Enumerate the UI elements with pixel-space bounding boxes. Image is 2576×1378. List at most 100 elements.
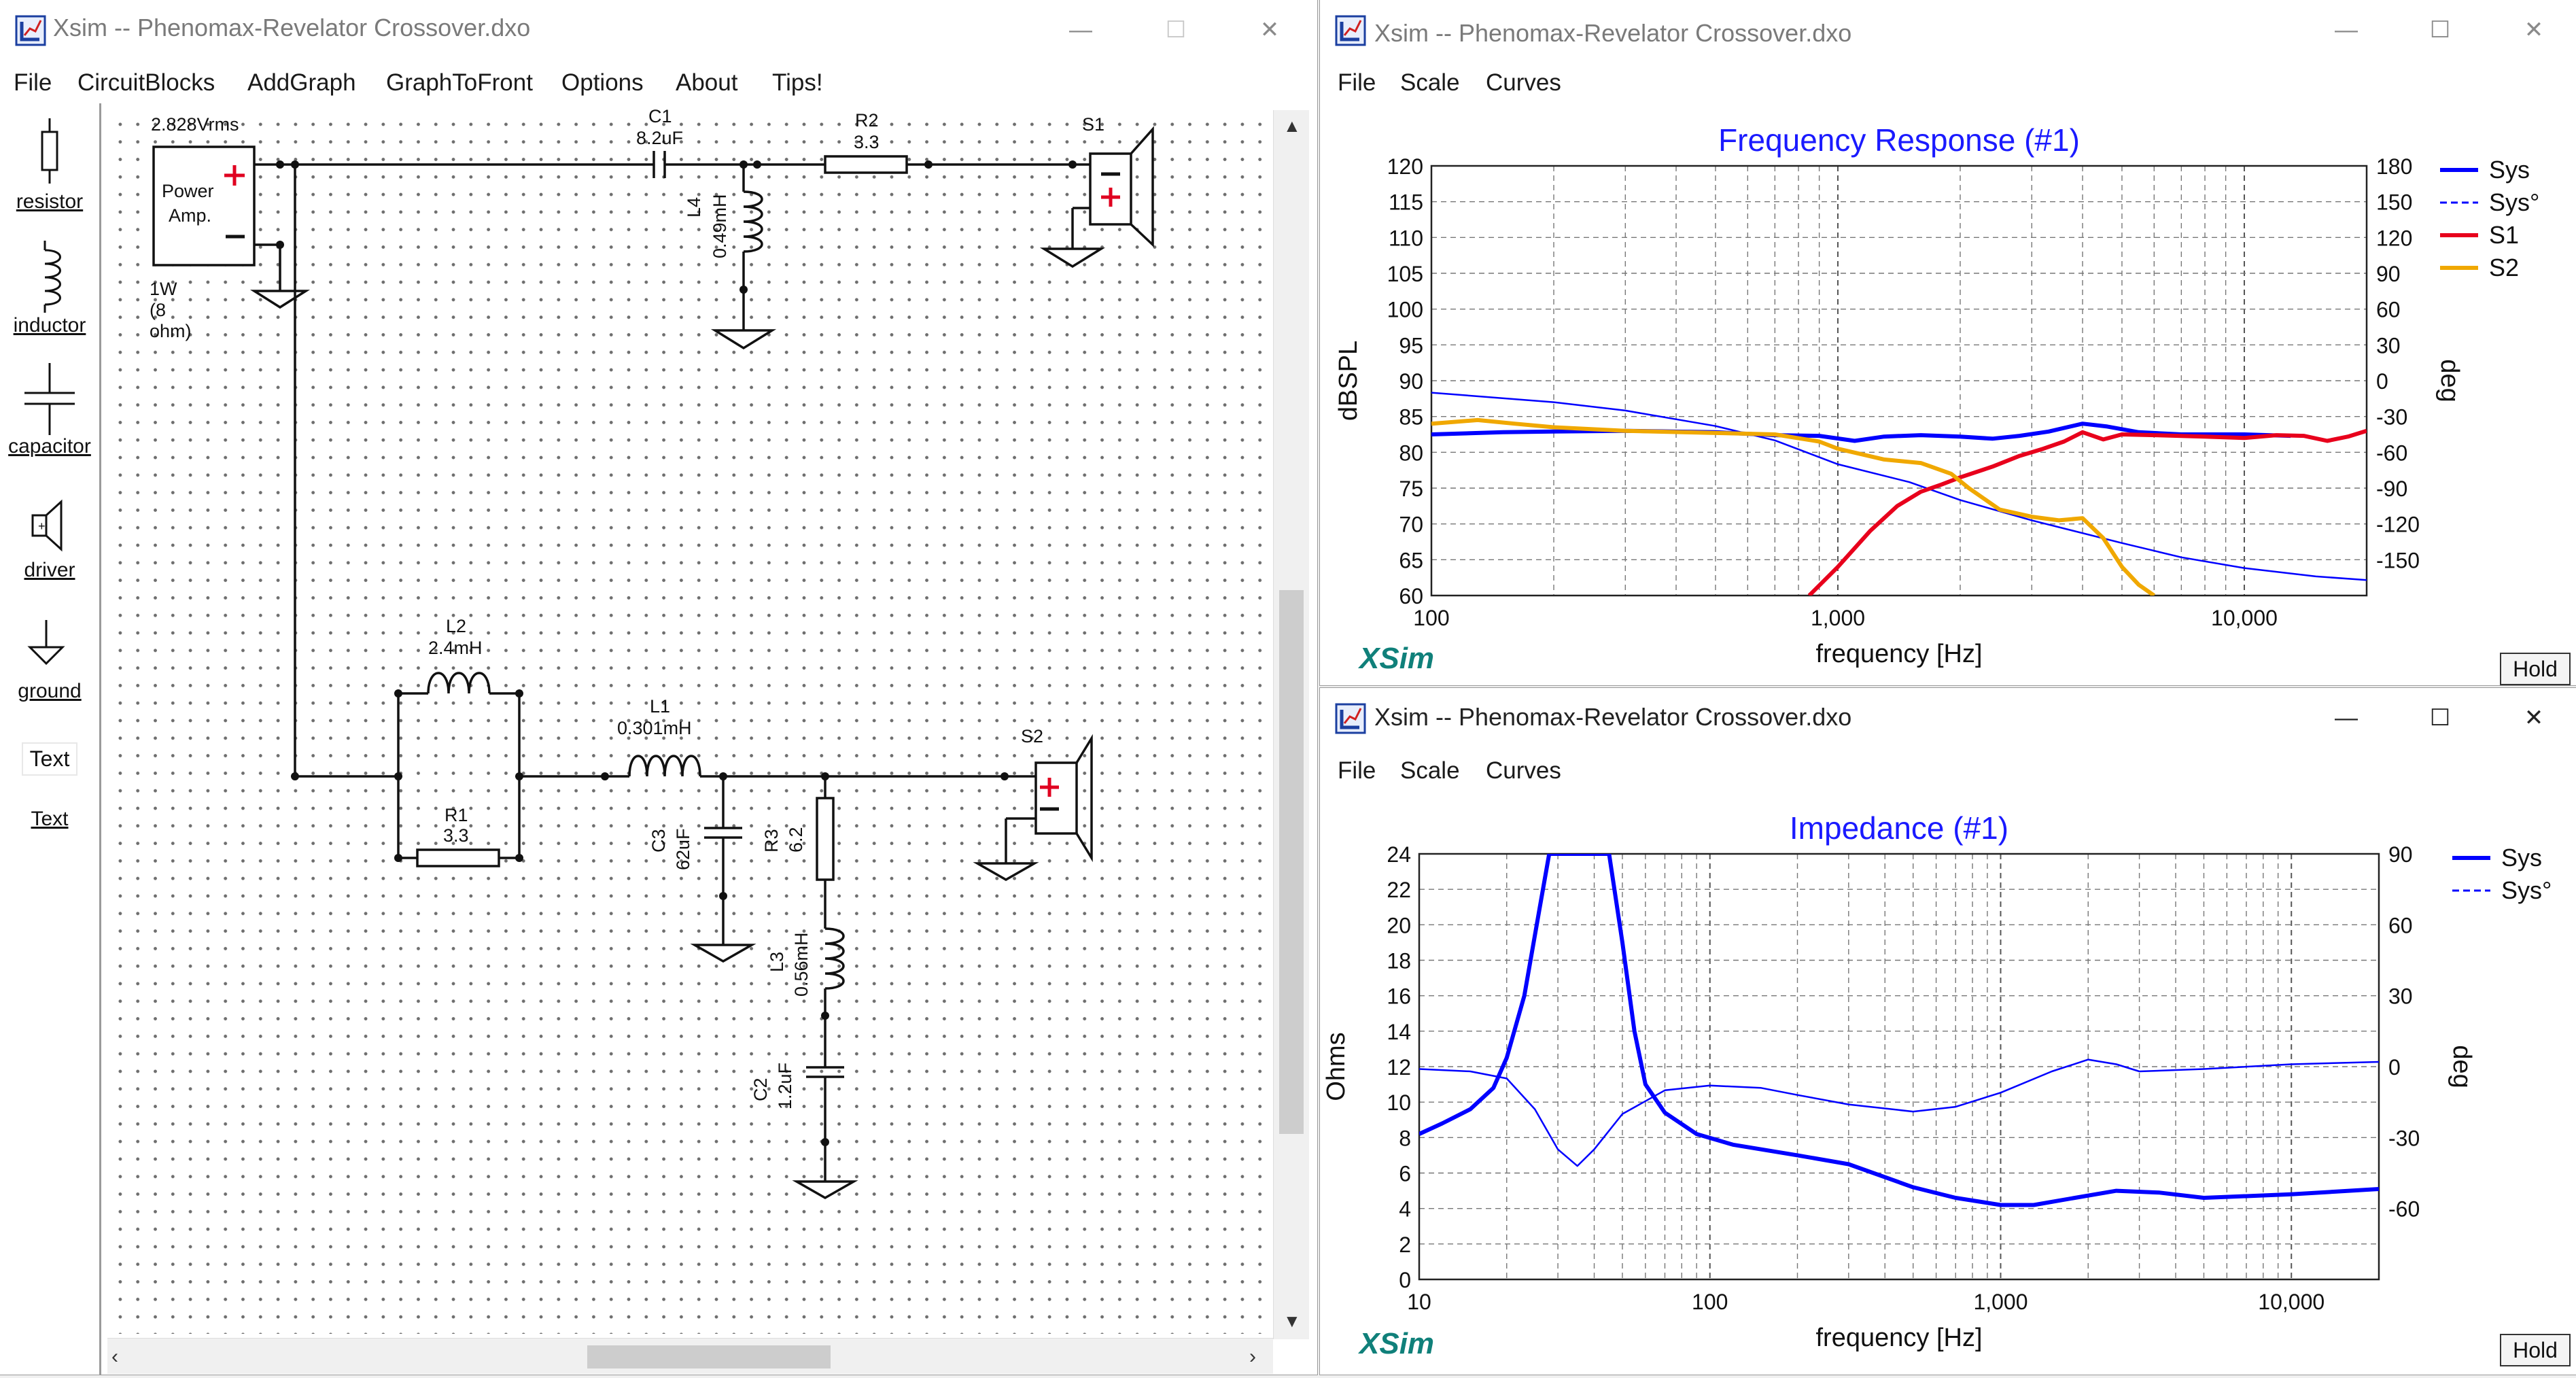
y2-tick-label: 150 (2376, 190, 2412, 215)
driver-icon: + (31, 499, 63, 552)
freq-menu-file[interactable]: File (1338, 69, 1376, 96)
l2-name: L2 (446, 616, 467, 636)
palette-text-box[interactable]: Text (0, 742, 99, 790)
y-tick-label: 75 (1399, 477, 1423, 501)
y-tick-label: 18 (1387, 949, 1411, 974)
menu-about[interactable]: About (676, 69, 738, 96)
imp-hold-button[interactable]: Hold (2500, 1334, 2571, 1366)
l2-value: 2.4mH (428, 638, 483, 658)
imp-menu-scale[interactable]: Scale (1400, 757, 1460, 784)
freq-menu-scale[interactable]: Scale (1400, 69, 1460, 96)
freq-maximize-button[interactable]: ☐ (2429, 17, 2451, 43)
title-bar[interactable]: Xsim -- Phenomax-Revelator Crossover.dxo… (0, 0, 1317, 65)
y-tick-label: 20 (1387, 913, 1411, 937)
y-tick-label: 10 (1387, 1090, 1411, 1115)
imp-menu-file[interactable]: File (1338, 757, 1376, 784)
maximize-button[interactable]: ☐ (1165, 17, 1187, 43)
y-tick-label: 95 (1399, 333, 1423, 358)
scroll-right-arrow-icon[interactable]: › (1249, 1345, 1256, 1368)
menu-file[interactable]: File (14, 69, 52, 96)
scroll-down-arrow-icon[interactable]: ▼ (1283, 1311, 1301, 1331)
inductor-icon (43, 241, 61, 313)
c1-name: C1 (648, 106, 672, 126)
palette-ground[interactable]: ground (0, 613, 99, 708)
x-axis-label: frequency [Hz] (1816, 1324, 1983, 1352)
palette-text[interactable]: Text (0, 804, 99, 844)
freq-window-title: Xsim -- Phenomax-Revelator Crossover.dxo (1374, 19, 1852, 47)
palette-capacitor[interactable]: capacitor (0, 362, 99, 458)
y2-tick-label: 90 (2388, 842, 2413, 867)
x-tick-label: 10,000 (2258, 1290, 2325, 1314)
horizontal-scroll-thumb[interactable] (587, 1345, 831, 1368)
y-tick-label: 110 (1389, 226, 1423, 250)
xsim-app-icon (15, 15, 46, 46)
menu-addgraph[interactable]: AddGraph (247, 69, 356, 96)
y2-axis-label: deg (2448, 1045, 2476, 1088)
y-tick-label: 0 (1399, 1268, 1411, 1292)
y2-tick-label: 90 (2376, 262, 2401, 286)
schematic-window: Xsim -- Phenomax-Revelator Crossover.dxo… (0, 0, 1317, 1375)
close-button[interactable]: ✕ (1259, 17, 1280, 43)
c2-name: C2 (750, 1078, 771, 1101)
schematic-canvas[interactable] (107, 110, 1307, 1334)
legend-label: Sys° (2489, 188, 2539, 216)
c3-value: 62uF (673, 828, 693, 870)
l4-name: L4 (684, 196, 704, 218)
minimize-button[interactable]: — (1069, 17, 1092, 43)
component-palette: resistor inductor capacitor + driver gro… (0, 103, 101, 1375)
palette-label-ground: ground (18, 680, 82, 702)
y2-tick-label: 30 (2376, 333, 2401, 358)
menu-graphtofront[interactable]: GraphToFront (386, 69, 533, 96)
s2-name: S2 (1021, 726, 1044, 746)
scroll-up-arrow-icon[interactable]: ▲ (1283, 116, 1301, 136)
palette-driver[interactable]: + driver (0, 491, 99, 586)
y-tick-label: 24 (1387, 842, 1411, 867)
palette-resistor[interactable]: resistor (0, 117, 99, 213)
svg-text:+: + (38, 519, 46, 533)
imp-close-button[interactable]: ✕ (2524, 705, 2544, 731)
y-tick-label: 6 (1399, 1162, 1411, 1186)
vertical-scroll-thumb[interactable] (1279, 590, 1304, 1134)
s1-name: S1 (1082, 114, 1105, 135)
y-axis-label: dBSPL (1334, 341, 1363, 421)
chart-title: Frequency Response (#1) (1718, 122, 2080, 158)
menu-tips[interactable]: Tips! (772, 69, 823, 96)
imp-maximize-button[interactable]: ☐ (2429, 705, 2451, 731)
plot-frame (1418, 852, 2380, 1281)
r2-name: R2 (855, 110, 879, 131)
freq-minimize-button[interactable]: — (2335, 17, 2358, 43)
palette-label-resistor: resistor (16, 190, 84, 213)
imp-minimize-button[interactable]: — (2335, 705, 2358, 731)
x-tick-label: 100 (1692, 1290, 1728, 1314)
menu-options[interactable]: Options (561, 69, 644, 96)
imp-menu-curves[interactable]: Curves (1486, 757, 1561, 784)
freq-close-button[interactable]: ✕ (2524, 17, 2544, 43)
schematic-diagram (152, 126, 1154, 1200)
y2-axis-label: deg (2435, 359, 2464, 402)
freq-menu-curves[interactable]: Curves (1486, 69, 1561, 96)
imp-xsim-logo: XSim (1359, 1327, 1435, 1360)
legend-label: S2 (2489, 254, 2519, 281)
scroll-left-arrow-icon[interactable]: ‹ (111, 1345, 118, 1368)
l4-value: 0.49mH (710, 194, 730, 258)
palette-inductor[interactable]: inductor (0, 239, 99, 337)
vertical-scrollbar[interactable]: ▲ ▼ (1273, 110, 1309, 1339)
l3-name: L3 (767, 951, 787, 972)
power-amp-label-1: Power (162, 181, 214, 201)
freq-title-bar[interactable]: Xsim -- Phenomax-Revelator Crossover.dxo… (1320, 0, 2576, 65)
freq-hold-button[interactable]: Hold (2500, 653, 2571, 685)
y-tick-label: 70 (1399, 513, 1423, 537)
impedance-window: Xsim -- Phenomax-Revelator Crossover.dxo… (1320, 688, 2576, 1375)
power-amp-block (152, 145, 256, 266)
resistor-icon (41, 118, 58, 184)
horizontal-scrollbar[interactable]: ‹ › (107, 1338, 1273, 1374)
chart-title: Impedance (#1) (1790, 810, 2008, 846)
menu-circuitblocks[interactable]: CircuitBlocks (77, 69, 215, 96)
x-tick-label: 10 (1407, 1290, 1431, 1314)
frequency-response-window: Xsim -- Phenomax-Revelator Crossover.dxo… (1320, 0, 2576, 685)
y-tick-label: 16 (1387, 984, 1411, 1009)
y2-tick-label: 120 (2376, 226, 2412, 250)
imp-title-bar[interactable]: Xsim -- Phenomax-Revelator Crossover.dxo… (1320, 688, 2576, 753)
